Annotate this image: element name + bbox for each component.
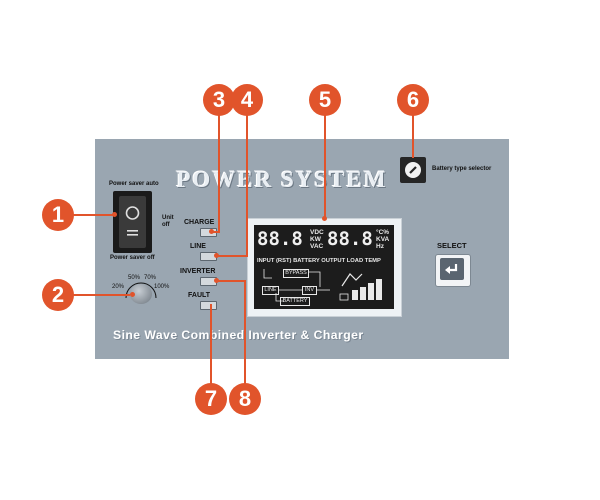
callout-6-line (412, 110, 414, 158)
knob-scale-arc (125, 282, 157, 299)
lcd-units-left: VDC KW VAC (310, 229, 324, 250)
switch-label-top: Power saver auto (109, 181, 159, 187)
callout-8: 8 (229, 383, 261, 415)
unit-hz: Hz (376, 243, 384, 250)
callout-3-dot (209, 229, 214, 234)
callout-3-tick (210, 231, 220, 233)
lcd-box-battery: BATTERY (280, 297, 310, 306)
lcd-flow-lines (263, 269, 382, 302)
led-fault (200, 301, 217, 310)
callout-5-dot (322, 216, 327, 221)
callout-5: 5 (309, 84, 341, 116)
callout-4-tick (216, 255, 248, 257)
panel-title: POWER SYSTEM (176, 167, 388, 192)
callout-1: 1 (42, 199, 74, 231)
unit-kw: KW (310, 236, 321, 243)
callout-3-line (218, 110, 220, 232)
unit-kva: KVA (376, 236, 390, 243)
enter-arrow-icon (445, 264, 458, 274)
power-saver-knob[interactable] (130, 284, 152, 304)
select-label: SELECT (437, 241, 467, 250)
callout-7-line (210, 304, 212, 388)
callout-2-dot (130, 292, 135, 297)
led-label-fault: FAULT (188, 292, 211, 299)
callout-4-dot (214, 253, 219, 258)
led-label-charge: CHARGE (184, 219, 215, 226)
callout-2: 2 (42, 279, 74, 311)
callout-5-line (324, 110, 326, 218)
callout-1-dot (112, 212, 117, 217)
callout-8-line (244, 280, 246, 390)
panel-footer-text: Sine Wave Combined Inverter & Charger (113, 328, 364, 342)
callout-2-line (70, 294, 130, 296)
callout-6: 6 (397, 84, 429, 116)
switch-label-bottom: Power saver off (110, 255, 155, 261)
lcd-box-bypass: BYPASS (283, 269, 309, 278)
callout-8-tick (216, 280, 246, 282)
lcd-status-row: INPUT (RST) BATTERY OUTPUT LOAD TEMP (257, 258, 381, 264)
lcd-box-inv: INV (302, 286, 317, 295)
knob-scale-20: 20% (112, 284, 125, 290)
unit-vdc: VDC (310, 229, 324, 236)
lcd-digits-right: 88.8 (327, 228, 373, 250)
lcd-units-right: °C% KVA Hz (376, 229, 389, 250)
screwdriver-slot-icon (409, 166, 417, 174)
rocker-face[interactable] (119, 196, 146, 248)
led-label-inverter: INVERTER (180, 268, 216, 275)
led-label-line: LINE (190, 243, 206, 250)
lcd-digits-left: 88.8 (257, 228, 303, 250)
callout-3: 3 (203, 84, 235, 116)
lcd-box-line: LINE (262, 286, 279, 295)
callout-4-line (246, 110, 248, 257)
knob-scale-50: 50% (128, 275, 141, 281)
callout-4: 4 (231, 84, 263, 116)
callout-8-dot (214, 278, 219, 283)
unit-off-label: Unit off (162, 215, 174, 228)
unit-vac: VAC (310, 243, 324, 250)
callout-1-line (70, 214, 114, 216)
knob-scale-100: 100% (154, 284, 170, 290)
unit-temp-percent: °C% (376, 229, 390, 236)
battery-selector-label: Battery type selector (432, 166, 492, 172)
knob-scale-70: 70% (144, 275, 157, 281)
rocker-symbol-icon (125, 206, 140, 236)
callout-7: 7 (195, 383, 227, 415)
